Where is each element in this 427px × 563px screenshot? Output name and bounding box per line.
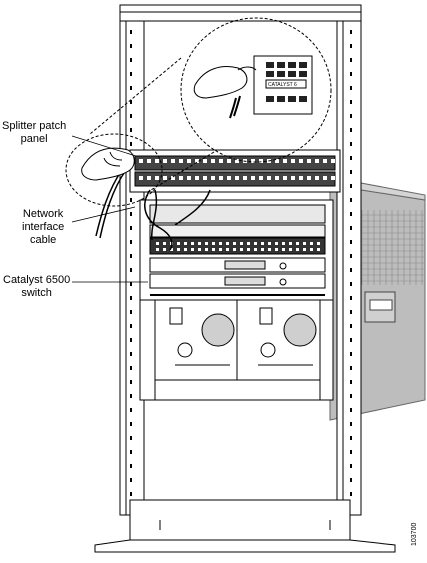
leader-lines bbox=[71, 135, 148, 283]
detail-label: CATALYST 6 bbox=[268, 82, 297, 88]
figure-code: 103700 bbox=[411, 522, 418, 546]
label-catalyst-6500-switch: Catalyst 6500 switch bbox=[3, 274, 71, 299]
detail-view: CATALYST 6 bbox=[193, 55, 313, 119]
label-network-interface-cable: Network interface cable bbox=[22, 208, 65, 246]
detail-magnifier bbox=[65, 17, 332, 207]
catalyst-6500-switch bbox=[139, 199, 334, 401]
label-splitter-patch-panel: Splitter patch panel bbox=[2, 120, 67, 145]
splitter-patch-panel bbox=[129, 149, 341, 193]
rack-frame bbox=[94, 4, 396, 553]
network-interface-cable bbox=[95, 169, 211, 251]
